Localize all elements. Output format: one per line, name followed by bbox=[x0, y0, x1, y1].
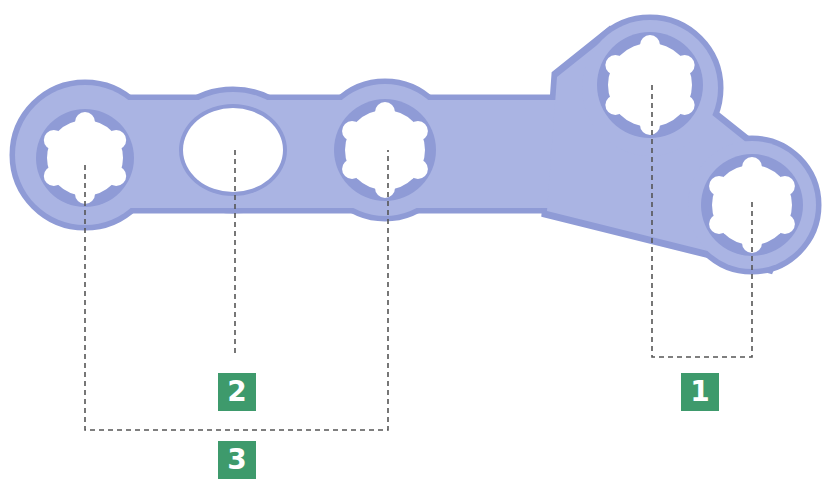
hole-lobe bbox=[640, 115, 660, 135]
callout-text: 2 bbox=[227, 378, 246, 406]
hole-lobe bbox=[106, 130, 126, 150]
hole-rim bbox=[334, 99, 436, 201]
hole-lobe bbox=[605, 95, 625, 115]
plate-body bbox=[15, 20, 816, 269]
leader-lines bbox=[85, 85, 752, 430]
hole-lobe bbox=[408, 121, 428, 141]
hole-lobe bbox=[775, 214, 795, 234]
callout-text: 3 bbox=[227, 446, 246, 474]
hole-lobe bbox=[709, 176, 729, 196]
hole-lobe bbox=[640, 35, 660, 55]
hole-lobe bbox=[742, 157, 762, 177]
hole-lobe bbox=[675, 95, 695, 115]
hole-lobe bbox=[675, 55, 695, 75]
hole-lobe bbox=[342, 159, 362, 179]
callout-number: 3 bbox=[218, 441, 256, 479]
hole-lobe bbox=[408, 159, 428, 179]
callout-number: 2 bbox=[218, 373, 256, 411]
callout-number: 1 bbox=[681, 373, 719, 411]
hole-lobe bbox=[75, 112, 95, 132]
hexalobe-hole bbox=[608, 43, 692, 127]
hole-lobe bbox=[709, 214, 729, 234]
hole-lobe bbox=[106, 166, 126, 186]
hole-rim bbox=[597, 32, 703, 138]
hole-lobe bbox=[375, 102, 395, 122]
hole-lobe bbox=[605, 55, 625, 75]
hole-lobe bbox=[775, 176, 795, 196]
hole-lobe bbox=[375, 178, 395, 198]
callout-text: 1 bbox=[690, 378, 709, 406]
hole-lobe bbox=[44, 166, 64, 186]
hole-lobe bbox=[44, 130, 64, 150]
hole-lobe bbox=[342, 121, 362, 141]
plate-outline bbox=[13, 18, 818, 271]
plate-holes bbox=[36, 32, 803, 256]
